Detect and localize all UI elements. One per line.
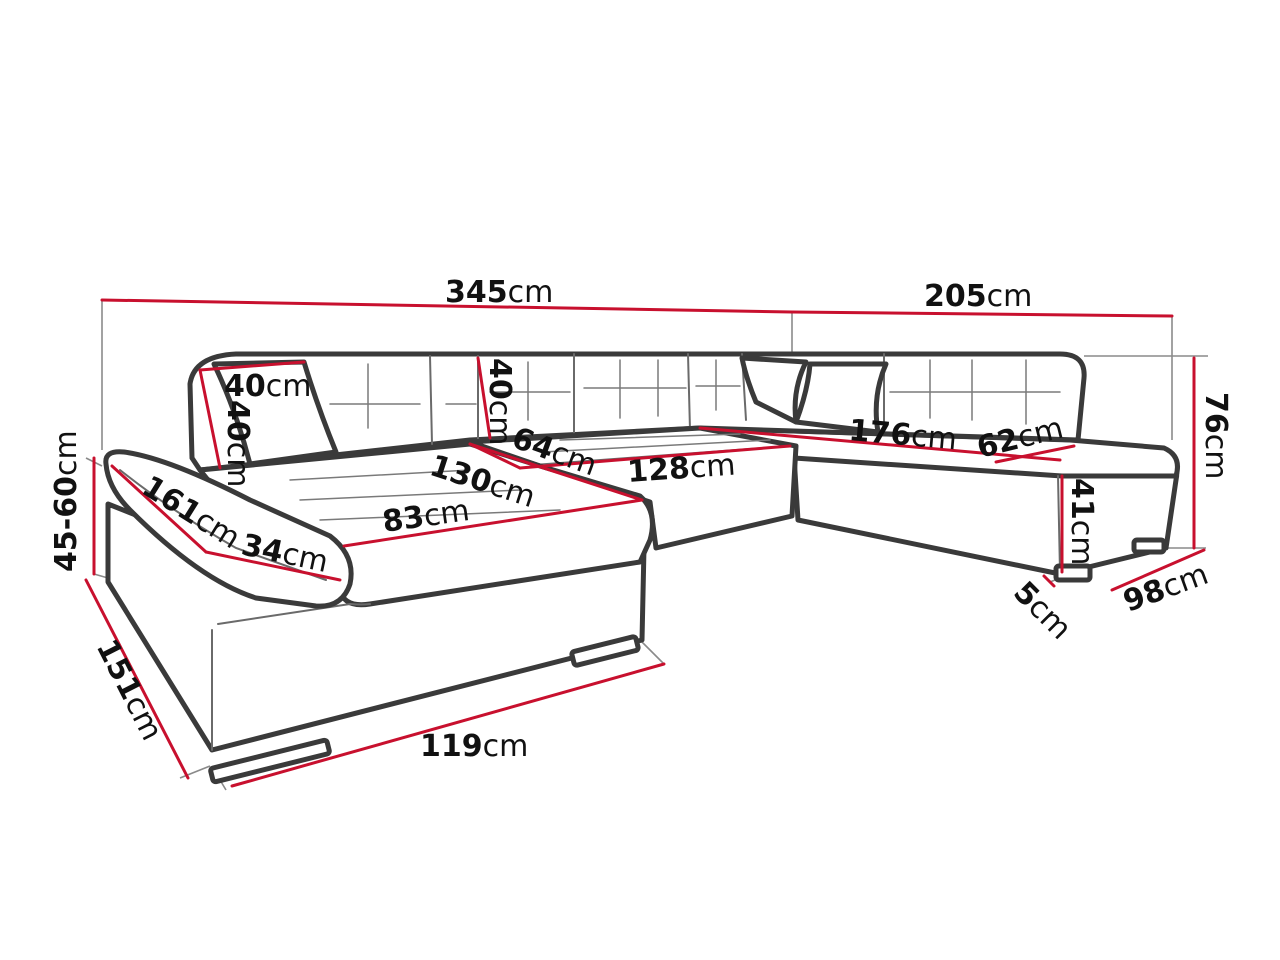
dim-line-pillow-h: [198, 368, 222, 470]
dim-line-205: [790, 310, 1174, 318]
label-83: 83cm: [380, 493, 471, 540]
label-205: 205cm: [924, 279, 1032, 314]
label-pillow-w: 40cm: [224, 369, 311, 404]
label-76: 76cm: [1198, 392, 1233, 479]
dim-line-back-40: [476, 356, 492, 440]
label-pillow-h: 40cm: [220, 400, 255, 487]
right-leg-front: [1053, 563, 1093, 583]
label-34: 34cm: [238, 528, 331, 580]
dim-line-62: [994, 444, 1076, 464]
left-chaise: [103, 441, 655, 785]
dim-line-161: [110, 464, 208, 554]
dim-line-pillow-w: [198, 360, 306, 372]
pillow-left: [211, 359, 339, 467]
dim-line-345: [100, 298, 794, 314]
label-5: 5cm: [1006, 575, 1078, 647]
dimension-lines: [84, 298, 1206, 788]
label-345: 345cm: [445, 275, 553, 310]
dim-line-34: [204, 550, 342, 582]
label-back-40: 40cm: [482, 358, 517, 445]
dim-line-64: [468, 442, 522, 470]
dim-line-130: [468, 442, 644, 502]
label-119: 119cm: [420, 729, 528, 764]
left-leg-front: [208, 737, 332, 785]
label-45-60: 45-60cm: [49, 430, 84, 572]
dim-line-176: [698, 426, 1062, 462]
dim-line-98: [1110, 548, 1206, 592]
left-leg-right: [569, 634, 641, 668]
label-41: 41cm: [1064, 478, 1099, 565]
dim-line-119: [230, 662, 666, 788]
dim-line-151: [84, 578, 190, 780]
extension-lines: [85, 300, 1208, 791]
dim-line-128: [518, 444, 792, 470]
label-176: 176cm: [847, 413, 958, 457]
label-128: 128cm: [626, 448, 737, 490]
dim-line-83: [342, 498, 644, 548]
pillow-right: [793, 361, 889, 435]
pillows: [211, 355, 889, 467]
dim-line-5: [1042, 574, 1056, 588]
right-leg-back: [1131, 537, 1167, 555]
